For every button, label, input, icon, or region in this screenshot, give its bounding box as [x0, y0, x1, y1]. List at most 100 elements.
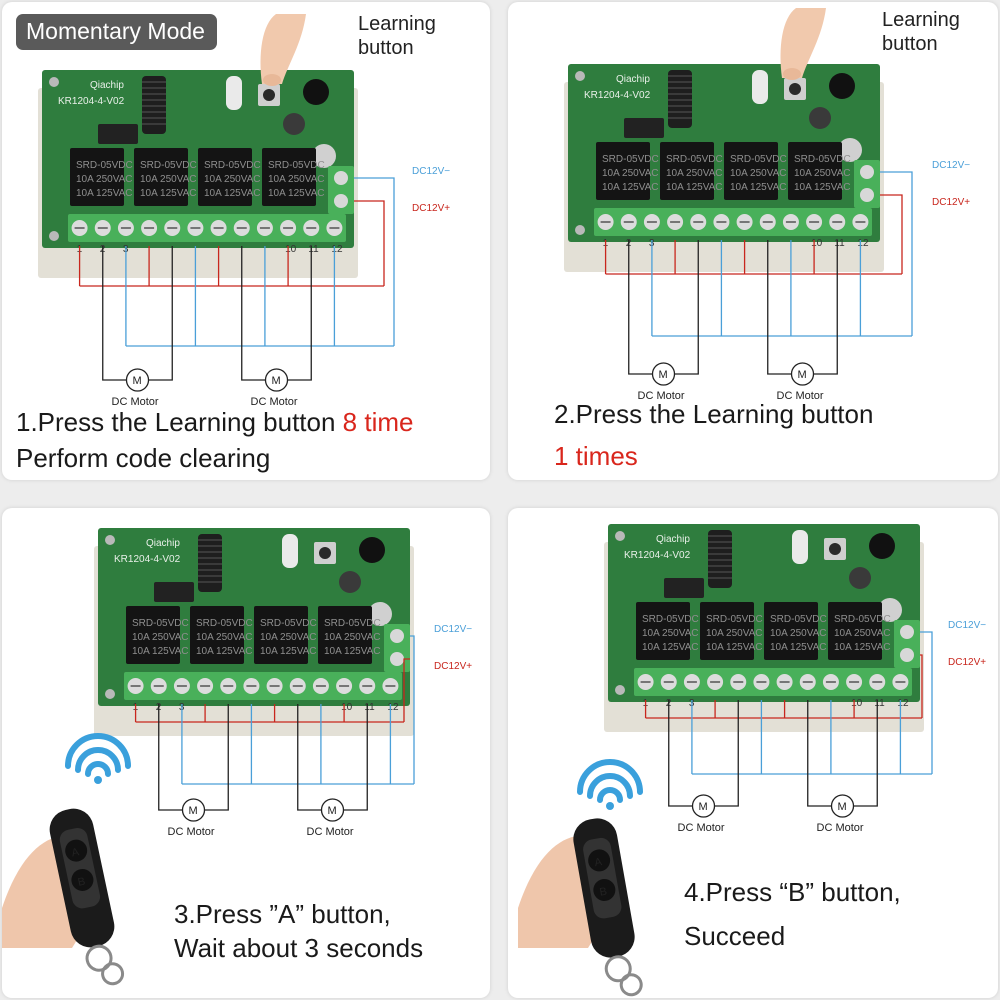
mode-badge: Momentary Mode: [16, 14, 217, 50]
key-ring: [604, 955, 632, 983]
inductor: [849, 567, 871, 589]
wifi-signal-arc: [75, 747, 121, 773]
relay-label: SRD-05VDC: [140, 160, 197, 171]
dc-motor-label: DC Motor: [251, 396, 298, 408]
relay-label: 10A 125VAC: [260, 646, 317, 657]
relay: [596, 142, 650, 200]
relay-label: 10A 250VAC: [324, 632, 381, 643]
dc-motor-label: DC Motor: [777, 390, 824, 402]
remote-button-b-label: B: [599, 886, 608, 899]
dc12v-minus-label: DC12V−: [412, 166, 450, 177]
relay: [126, 606, 180, 664]
remote-button-b-label: B: [77, 876, 87, 889]
capacitor: [838, 138, 862, 162]
terminal-number: 10: [851, 698, 863, 709]
capacitor: [829, 73, 855, 99]
mounting-hole: [105, 689, 115, 699]
dc-motor-label: DC Motor: [817, 822, 864, 834]
wire-dc-negative: [920, 631, 933, 774]
relay-label: 10A 250VAC: [204, 174, 261, 185]
relay-label: 10A 125VAC: [204, 188, 261, 199]
inductor: [283, 113, 305, 135]
wifi-signal-arc: [587, 773, 633, 799]
relay-label: 10A 250VAC: [770, 628, 827, 639]
dc12v-plus-label: DC12V+: [948, 657, 986, 668]
power-screw: [900, 648, 914, 662]
relay-label: 10A 125VAC: [730, 182, 787, 193]
remote-button-b: [593, 878, 616, 901]
power-screw: [390, 629, 404, 643]
dc12v-minus-label: DC12V−: [932, 160, 970, 171]
model-text: KR1204-4-V02: [584, 90, 651, 101]
relay-label: 10A 125VAC: [132, 646, 189, 657]
mounting-hole: [105, 535, 115, 545]
terminal-number: 12: [331, 244, 343, 255]
wire-motor-lead: [853, 700, 878, 807]
relay-label: SRD-05VDC: [730, 154, 787, 165]
relay-label: SRD-05VDC: [666, 154, 723, 165]
learning-button-cap: [789, 83, 801, 95]
dc-motor-symbol-letter: M: [328, 805, 337, 817]
relay-label: 10A 125VAC: [324, 646, 381, 657]
relay-label: SRD-05VDC: [642, 614, 699, 625]
step-text-3: 3.Press ”A” button,: [174, 899, 391, 929]
step-text-1-main: 1.Press the Learning button: [16, 407, 343, 437]
step-text-3-line2: Wait about 3 seconds: [174, 933, 424, 963]
crystal: [792, 530, 808, 564]
relay: [724, 142, 778, 200]
dc12v-minus-label: DC12V−: [948, 620, 986, 631]
dc-motor-symbol: [651, 362, 676, 386]
mounting-hole: [575, 225, 585, 235]
learning-button-cap: [263, 89, 275, 101]
power-screw: [334, 171, 348, 185]
relay: [700, 602, 754, 660]
fingertip: [783, 68, 801, 80]
relay: [190, 606, 244, 664]
remote-button-b: [71, 868, 94, 891]
step-text-4: 4.Press “B” button,: [684, 877, 901, 907]
relay-label: 10A 250VAC: [196, 632, 253, 643]
wire-dc-positive: [354, 200, 385, 286]
wire-motor-lead: [813, 240, 838, 375]
learning-button-cap: [829, 543, 841, 555]
key-ring: [101, 962, 125, 986]
learning-label-line2: button: [882, 33, 938, 55]
wifi-signal-dot: [606, 802, 614, 810]
wire-motor-lead: [767, 240, 792, 375]
relay-label: SRD-05VDC: [770, 614, 827, 625]
wire-motor-lead: [343, 704, 368, 811]
model-text: KR1204-4-V02: [114, 554, 181, 565]
step-text-4-line2: Succeed: [684, 921, 786, 951]
wire-motor-lead: [628, 240, 653, 375]
relay-label: 10A 250VAC: [834, 628, 891, 639]
dc-motor-symbol-letter: M: [838, 801, 847, 813]
wire-motor-lead: [102, 246, 127, 381]
wifi-signal-arc: [65, 733, 131, 769]
wifi-signal-dot: [94, 776, 102, 784]
relay: [70, 148, 124, 206]
capacitor: [368, 602, 392, 626]
relay-label: 10A 250VAC: [76, 174, 133, 185]
wire-motor-lead: [714, 700, 739, 807]
relay-label: SRD-05VDC: [834, 614, 891, 625]
relay-label: SRD-05VDC: [706, 614, 763, 625]
step-text-2-highlight: 1 times: [554, 441, 638, 471]
relay-label: SRD-05VDC: [268, 160, 325, 171]
antenna-coil: [142, 76, 166, 134]
capacitor: [312, 144, 336, 168]
mounting-hole: [615, 685, 625, 695]
relay: [198, 148, 252, 206]
brand-text: Qiachip: [146, 538, 180, 549]
capacitor: [359, 537, 385, 563]
learning-label-line1: Learning: [882, 9, 960, 31]
step-text-1-line2: Perform code clearing: [16, 443, 271, 473]
model-text: KR1204-4-V02: [624, 550, 691, 561]
relay-label: 10A 125VAC: [834, 642, 891, 653]
dc-motor-symbol: [790, 362, 815, 386]
relay-label: 10A 125VAC: [196, 646, 253, 657]
relay: [254, 606, 308, 664]
